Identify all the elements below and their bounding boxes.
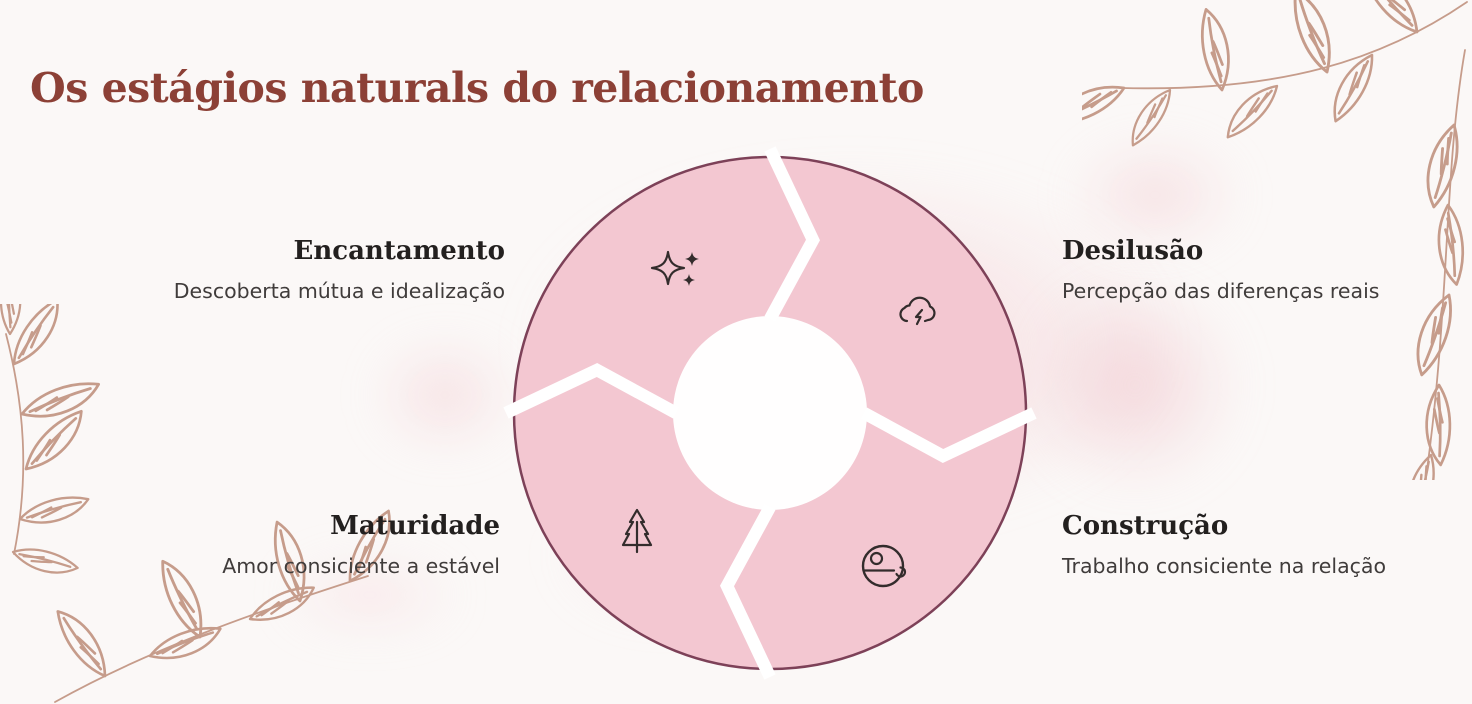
stage-encantamento: Encantamento Descoberta mútua e idealiza… bbox=[174, 236, 505, 304]
stage-title: Maturidade bbox=[330, 511, 500, 541]
stage-description: Percepção das diferenças reais bbox=[1062, 279, 1380, 304]
stage-description: Descoberta mútua e idealização bbox=[173, 279, 505, 304]
storm-cloud-icon bbox=[899, 296, 936, 326]
sphere-icon bbox=[861, 544, 907, 588]
pine-tree-icon bbox=[621, 508, 653, 554]
arrow-gap-left bbox=[503, 362, 679, 419]
leaf-branch-bottom-left bbox=[0, 304, 411, 703]
cycle-ring bbox=[503, 146, 1037, 680]
cycle-diagram bbox=[503, 146, 1037, 680]
stage-desilusao: Desilusão Percepção das diferenças reais bbox=[1062, 236, 1379, 304]
stage-description: Trabalho consiciente na relação bbox=[1062, 554, 1387, 579]
stage-title: Construção bbox=[1062, 511, 1229, 541]
arrow-gap-top bbox=[764, 146, 821, 322]
stage-construcao: Construção Trabalho consiciente na relaç… bbox=[1062, 511, 1386, 579]
stage-title: Encantamento bbox=[293, 236, 505, 266]
stage-title: Desilusão bbox=[1062, 236, 1204, 266]
arrow-gap-bottom bbox=[719, 504, 776, 680]
arrow-gap-right bbox=[861, 407, 1037, 464]
stage-maturidade: Maturidade Amor consiciente a estável bbox=[222, 511, 500, 579]
page-title: Os estágios naturals do relacionamento bbox=[30, 64, 924, 112]
sparkles-icon bbox=[650, 250, 699, 286]
stage-description: Amor consiciente a estável bbox=[222, 554, 500, 579]
